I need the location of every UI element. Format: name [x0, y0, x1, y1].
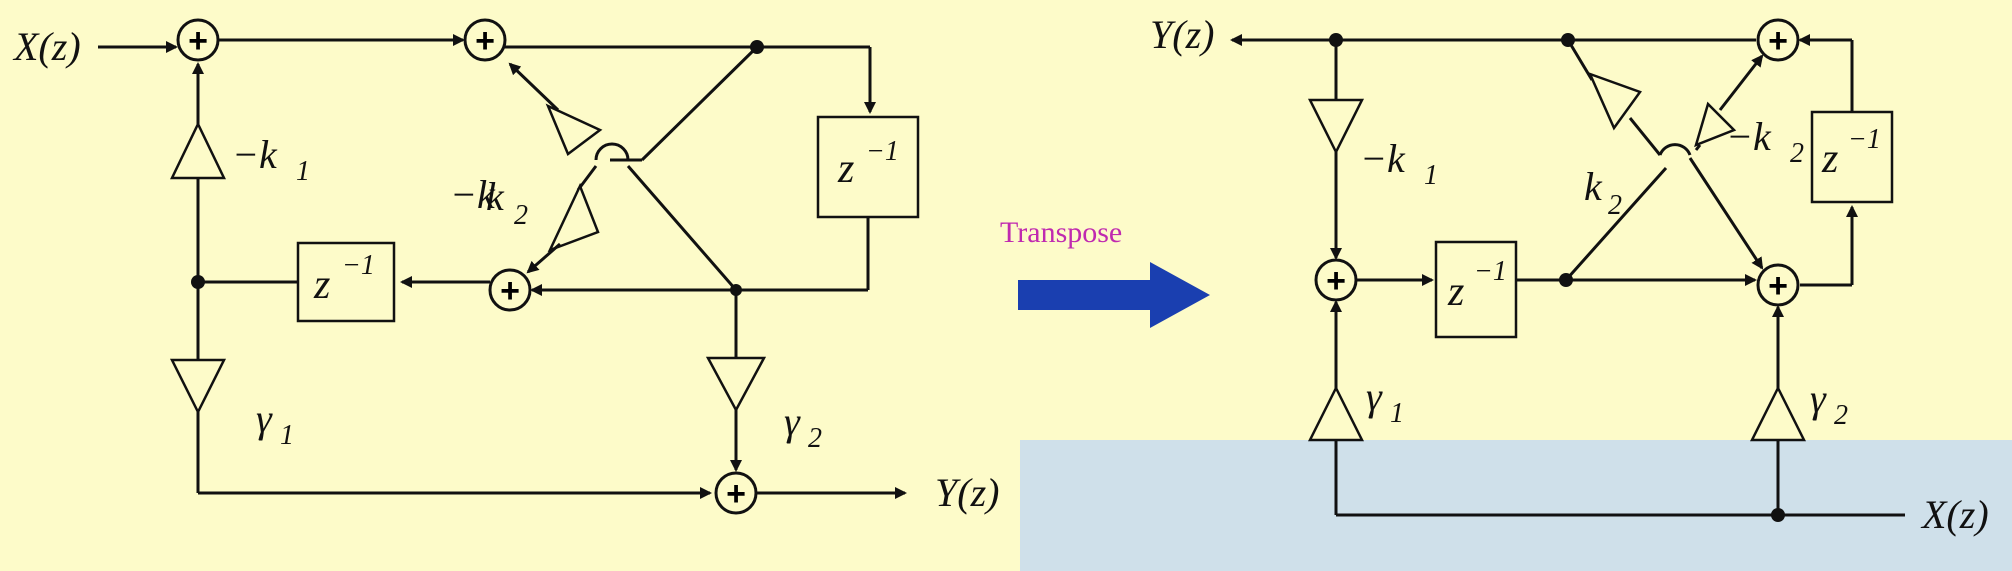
- left-output-label: Y(z): [935, 470, 999, 515]
- left-adder-top-1: +: [176, 18, 220, 62]
- svg-text:2: 2: [514, 200, 528, 231]
- right-gain-gamma2: [1749, 385, 1807, 442]
- transpose-label: Transpose: [1000, 216, 1122, 249]
- svg-text:−1: −1: [342, 250, 375, 281]
- right-arrow-icon: [1018, 262, 1210, 328]
- right-lattice-diagram: Y(z) + z −1 +: [1150, 12, 1989, 537]
- svg-text:−k: −k: [1360, 136, 1406, 181]
- right-output-label: Y(z): [1150, 12, 1214, 57]
- svg-text:+: +: [726, 475, 746, 513]
- left-delay-right: z −1: [816, 115, 920, 219]
- transpose-group: Transpose: [1000, 216, 1210, 328]
- svg-text:+: +: [1768, 22, 1788, 60]
- svg-text:z: z: [1821, 136, 1838, 182]
- right-gain-k2: [1587, 71, 1642, 131]
- svg-text:−k: −k: [1726, 114, 1772, 159]
- right-adder-left: +: [1314, 258, 1358, 302]
- right-adder-middle: +: [1756, 263, 1800, 307]
- left-label-neg-k2: −k: [450, 172, 496, 217]
- svg-text:1: 1: [280, 420, 294, 451]
- right-gain-neg-k1: [1307, 98, 1365, 155]
- left-adder-top-2: +: [463, 18, 507, 62]
- left-delay-left: z −1: [296, 241, 396, 323]
- svg-text:−1: −1: [866, 136, 899, 167]
- right-gain-neg-k2: [1694, 101, 1737, 148]
- right-delay-right: z −1: [1810, 110, 1894, 204]
- left-gain-neg-k1: [170, 121, 226, 180]
- svg-text:k: k: [1584, 164, 1603, 209]
- blue-background-region: [1020, 440, 2012, 571]
- svg-text:+: +: [1326, 262, 1346, 300]
- svg-text:+: +: [1768, 267, 1788, 305]
- left-input-label: X(z): [12, 24, 81, 69]
- left-gain-gamma2: [705, 356, 767, 413]
- right-input-label: X(z): [1920, 492, 1989, 537]
- left-gain-gamma1: [169, 358, 227, 415]
- svg-text:1: 1: [296, 156, 310, 187]
- left-gain-neg-k2: [547, 182, 600, 253]
- svg-text:z: z: [313, 262, 330, 308]
- svg-text:γ: γ: [256, 396, 273, 441]
- svg-text:−1: −1: [1848, 124, 1881, 155]
- left-adder-middle: +: [488, 268, 532, 312]
- svg-text:γ: γ: [1810, 376, 1827, 421]
- svg-text:2: 2: [1608, 190, 1622, 221]
- svg-text:−k: −k: [232, 132, 278, 177]
- right-gain-gamma1: [1307, 385, 1365, 442]
- svg-text:z: z: [837, 146, 854, 192]
- svg-text:1: 1: [1424, 160, 1438, 191]
- svg-text:γ: γ: [1366, 374, 1383, 419]
- right-delay-left: z −1: [1434, 240, 1518, 339]
- left-adder-output: +: [714, 471, 758, 515]
- svg-text:2: 2: [808, 423, 822, 454]
- svg-text:−1: −1: [1474, 256, 1507, 287]
- svg-text:1: 1: [1390, 398, 1404, 429]
- svg-text:2: 2: [1834, 400, 1848, 431]
- svg-text:z: z: [1447, 269, 1464, 315]
- left-gain-k2: [545, 103, 603, 156]
- svg-text:+: +: [188, 22, 208, 60]
- left-lattice-diagram: X(z) + + z −1 +: [12, 18, 999, 515]
- right-junction-bottom: [1771, 508, 1785, 522]
- panel-background-lower: [0, 440, 1020, 571]
- svg-text:2: 2: [1790, 138, 1804, 169]
- svg-text:+: +: [475, 22, 495, 60]
- right-adder-top: +: [1756, 18, 1800, 62]
- svg-text:+: +: [500, 272, 520, 310]
- svg-text:γ: γ: [784, 399, 801, 444]
- svg-text:k: k: [486, 174, 505, 219]
